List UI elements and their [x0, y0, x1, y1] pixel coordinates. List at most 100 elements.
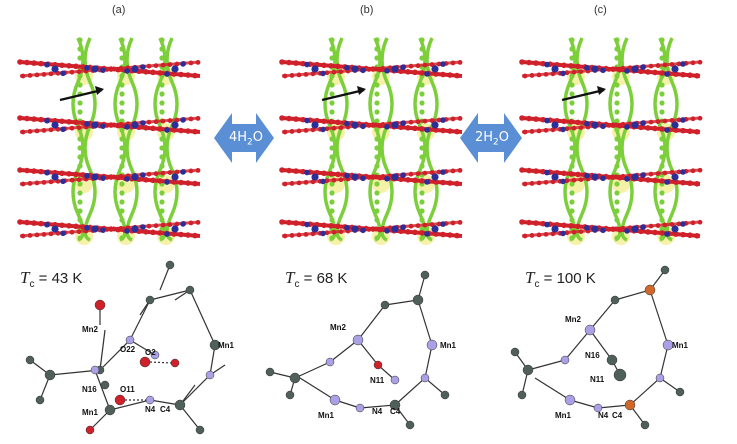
oxygen-atom	[436, 61, 442, 67]
oxygen-atom	[620, 225, 626, 231]
bond	[159, 264, 171, 291]
ligand-chain	[125, 37, 139, 242]
ligand-atom	[159, 91, 165, 97]
oxygen-atom	[279, 115, 285, 121]
oxygen-atom	[380, 173, 386, 179]
nitrogen-atom	[384, 175, 390, 182]
oxygen-atom	[185, 72, 191, 78]
bond	[424, 344, 433, 379]
atom	[610, 295, 620, 305]
nitrogen-atom	[320, 178, 326, 185]
nitrogen-atom	[60, 230, 66, 237]
oxygen-atom	[405, 229, 411, 235]
oxygen-atom	[34, 180, 40, 186]
oxygen-atom	[412, 69, 418, 76]
oxygen-atom	[652, 177, 658, 184]
oxygen-atom	[146, 63, 152, 69]
oxygen-atom	[76, 229, 82, 235]
ligand-atom	[159, 199, 165, 205]
oxygen-atom	[526, 59, 532, 66]
metal-atom	[311, 121, 319, 129]
ligand-atom	[77, 100, 83, 106]
oxygen-atom	[59, 170, 65, 177]
oxygen-atom	[178, 179, 184, 186]
oxygen-atom	[648, 119, 654, 125]
oxygen-atom	[157, 230, 163, 236]
metal-atom	[591, 173, 599, 181]
nitrogen-atom	[44, 61, 50, 68]
ligand-atom	[569, 136, 575, 142]
oxygen-atom	[457, 219, 463, 225]
oxygen-atom	[328, 171, 334, 177]
metal-atom	[391, 173, 399, 181]
oxygen-atom	[76, 69, 82, 75]
ligand-atom	[374, 199, 380, 205]
metal-atom	[391, 121, 399, 129]
ligand-atom	[419, 208, 425, 214]
nitrogen-atom	[680, 61, 686, 67]
ligand-atom	[659, 145, 665, 151]
oxygen-atom	[293, 60, 299, 66]
oxygen-atom	[195, 167, 201, 173]
metal-atom	[131, 65, 139, 73]
nitrogen-atom	[124, 228, 130, 234]
ligand-atom	[659, 154, 665, 160]
dehydration-arrows	[214, 113, 522, 163]
oxygen-atom	[310, 179, 316, 185]
ligand-atom	[569, 217, 575, 223]
oxygen-atom	[457, 59, 463, 65]
oxygen-atom	[321, 62, 327, 69]
nitrogen-atom	[544, 169, 550, 176]
oxygen-atom	[34, 128, 40, 134]
oxygen-atom	[331, 229, 337, 235]
nitrogen-atom	[384, 227, 390, 234]
oxygen-atom	[606, 226, 612, 232]
atom	[205, 370, 215, 380]
metal-atom	[171, 121, 179, 129]
atom-label: O22	[120, 345, 136, 354]
oxygen-atom	[328, 63, 334, 69]
oxygen-atom	[606, 174, 612, 180]
oxygen-atom	[429, 62, 435, 67]
atom	[325, 357, 335, 367]
oxygen-atom	[697, 219, 703, 225]
ligand-atom	[569, 91, 575, 97]
oxygen-atom	[655, 223, 661, 228]
metal-atom	[591, 225, 599, 233]
atom	[426, 339, 438, 351]
oxygen-atom	[687, 232, 693, 239]
oxygen-atom	[429, 118, 435, 123]
oxygen-atom	[282, 129, 288, 135]
atom	[165, 260, 175, 270]
oxygen-atom	[533, 60, 539, 66]
metal-atom	[91, 225, 99, 233]
nitrogen-atom	[304, 221, 310, 228]
ligand-atom	[614, 55, 620, 61]
metal-atom	[551, 121, 559, 129]
oxygen-atom	[282, 181, 288, 187]
ligand-atom	[614, 190, 620, 196]
oxygen-atom	[150, 69, 156, 76]
oxygen-atom	[27, 73, 33, 78]
oxygen-atom	[41, 231, 47, 237]
ligand-atom	[659, 208, 665, 214]
nitrogen-atom	[180, 221, 186, 227]
nitrogen-atom	[424, 127, 430, 133]
nitrogen-atom	[600, 227, 606, 234]
oxygen-atom	[188, 168, 194, 174]
metal-atom	[591, 121, 599, 129]
oxygen-atom	[454, 128, 460, 135]
nitrogen-atom	[360, 67, 366, 74]
oxygen-atom	[697, 115, 703, 121]
oxygen-atom	[20, 129, 26, 135]
oxygen-atom	[335, 63, 341, 70]
oxygen-atom	[380, 65, 386, 71]
oxygen-atom	[440, 231, 446, 238]
bond	[417, 299, 433, 346]
oxygen-atom	[536, 180, 542, 186]
oxygen-atom	[655, 171, 661, 176]
nitrogen-atom	[100, 123, 106, 129]
bond	[424, 377, 446, 396]
oxygen-atom	[519, 219, 525, 225]
atom	[209, 339, 221, 351]
